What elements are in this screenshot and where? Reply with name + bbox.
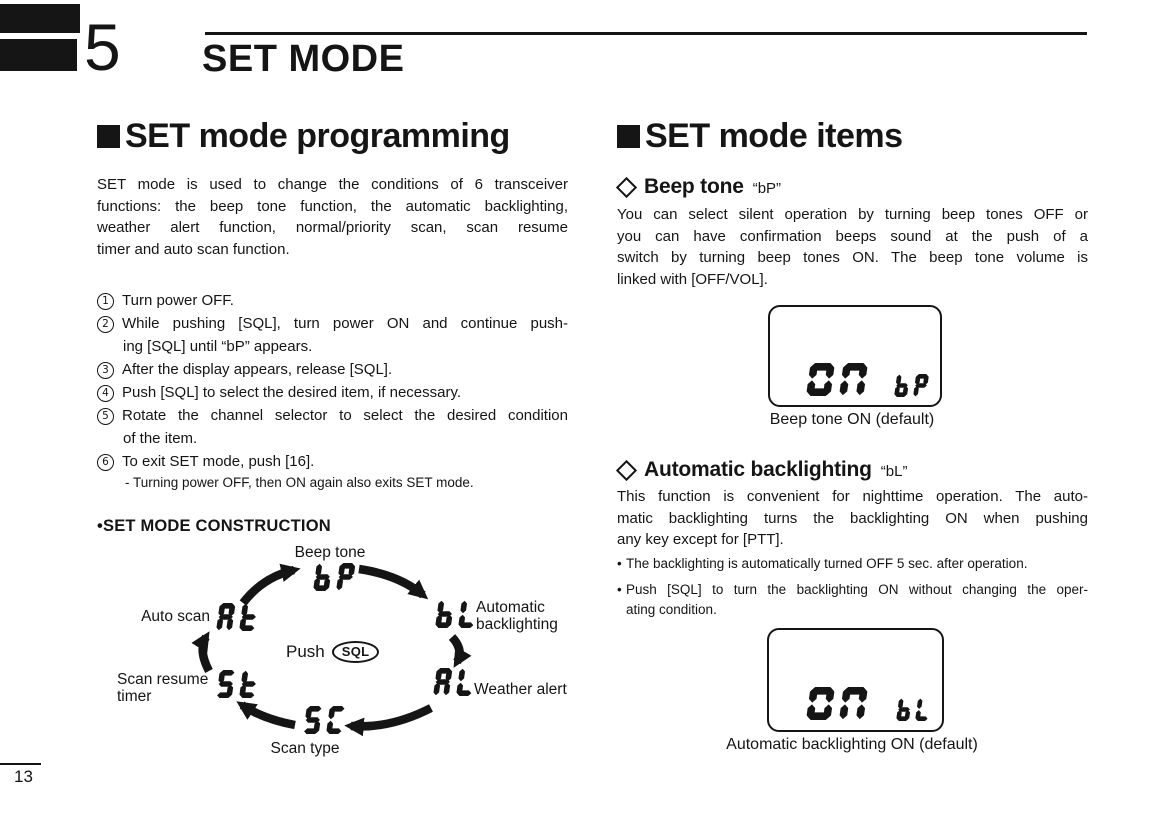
node-label-beep-tone: Beep tone <box>294 544 366 561</box>
paragraph-line: any key except for [PTT]. <box>617 531 784 549</box>
step-number: 3 <box>97 361 114 379</box>
node-label-line: backlighting <box>476 616 558 633</box>
step-number: 4 <box>97 384 114 402</box>
note-item: • The backlighting is automatically turn… <box>617 554 1088 574</box>
diamond-icon <box>615 176 638 199</box>
lcd-code-sc <box>303 706 345 734</box>
note-item: • Push [SQL] to turn the backlighting ON… <box>617 580 1088 600</box>
step-text: After the display appears, release [SQL]… <box>122 361 393 378</box>
subheading-code: “bL” <box>880 463 908 480</box>
backlight-paragraph: This function is convenient for nighttim… <box>617 486 1088 551</box>
lcd-display-backlight <box>767 628 944 732</box>
bullet-icon: • <box>617 582 622 597</box>
sql-button-badge: SQL <box>331 641 380 663</box>
paragraph-line: You can select silent operation by turni… <box>617 206 1088 223</box>
left-column: SET mode programming SET mode is used to… <box>97 117 568 816</box>
node-label-line: Automatic <box>476 599 545 616</box>
node-label-scan-type: Scan type <box>270 740 340 757</box>
lcd-value-on <box>806 687 868 720</box>
step-text: Rotate the channel selector to select th… <box>122 407 568 424</box>
page-number-rule <box>0 763 41 765</box>
push-label: Push <box>286 642 325 661</box>
step-number: 2 <box>97 315 114 333</box>
section-heading-programming: SET mode programming <box>97 117 510 156</box>
intro-line: functions: the beep tone function, the a… <box>97 197 568 215</box>
paragraph-line: you can have confirmation beeps sound at… <box>617 227 1088 245</box>
step-number: 6 <box>97 453 114 471</box>
chapter-tab-bar-top <box>0 4 80 33</box>
steps-list: 1 Turn power OFF. 2 While pushing [SQL],… <box>97 289 568 493</box>
step-text: To exit SET mode, push [16]. <box>122 453 315 470</box>
subheading-beep-tone: Beep tone “bP” <box>615 175 782 199</box>
cycle-arrows-icon <box>191 563 472 737</box>
lcd-code-bl <box>896 698 931 721</box>
intro-paragraph: SET mode is used to change the condition… <box>97 174 568 261</box>
node-label-automatic-backlighting: Automatic backlighting <box>476 599 558 633</box>
step-item: 1 Turn power OFF. <box>97 289 568 312</box>
chapter-number: 5 <box>84 10 121 84</box>
node-label-scan-resume-timer: Scan resume timer <box>117 671 208 705</box>
paragraph-line: linked with [OFF/VOL]. <box>617 271 768 289</box>
lcd-code-st <box>216 670 258 698</box>
section-heading-label: SET mode items <box>645 117 903 155</box>
node-label-line: timer <box>117 688 152 705</box>
page-number: 13 <box>14 767 33 786</box>
lcd-code-bp <box>894 374 929 397</box>
paragraph-line: switch by turning beep tones ON. The bee… <box>617 249 1088 267</box>
step-note: - Turning power OFF, then ON again also … <box>125 475 474 490</box>
step-text-continuation: ing [SQL] until “bP” appears. <box>123 338 313 355</box>
subheading-label: Automatic backlighting <box>644 458 872 481</box>
construction-title: •SET MODE CONSTRUCTION <box>97 517 331 536</box>
lcd-code-bp <box>313 563 355 591</box>
section-square-icon <box>97 125 120 148</box>
note-text: The backlighting is automatically turned… <box>626 556 1028 571</box>
diamond-icon <box>615 459 638 482</box>
node-label-weather-alert: Weather alert <box>474 681 567 698</box>
title-rule <box>205 32 1087 35</box>
node-label-line: Scan resume <box>117 671 209 688</box>
step-text: Turn power OFF. <box>122 292 234 309</box>
step-item: 6 To exit SET mode, push [16]. <box>97 450 568 473</box>
note-text: Push [SQL] to turn the backlighting ON w… <box>626 582 1088 597</box>
section-heading-items: SET mode items <box>617 117 903 156</box>
bullet-icon: • <box>617 556 622 571</box>
step-item: 4 Push [SQL] to select the desired item,… <box>97 381 568 404</box>
step-item: 3 After the display appears, release [SQ… <box>97 358 568 381</box>
beep-paragraph: You can select silent operation by turni… <box>617 204 1088 291</box>
subheading-label: Beep tone <box>644 175 744 198</box>
lcd-caption-backlight: Automatic backlighting ON (default) <box>726 736 978 753</box>
section-square-icon <box>617 125 640 148</box>
intro-line: weather alert function, normal/priority … <box>97 219 568 237</box>
step-text: While pushing [SQL], turn power ON and c… <box>122 315 568 332</box>
push-sql-center: Push SQL <box>286 641 380 663</box>
note-text-continuation: ating condition. <box>626 602 717 617</box>
lcd-display-beep <box>768 305 942 407</box>
lcd-code-at <box>216 603 258 631</box>
intro-line: SET mode is used to change the condition… <box>97 176 568 193</box>
subheading-automatic-backlighting: Automatic backlighting “bL” <box>615 458 908 482</box>
lcd-code-bl <box>435 600 477 628</box>
construction-bullet: • <box>97 517 103 535</box>
step-item: 5 Rotate the channel selector to select … <box>97 404 568 427</box>
right-column: SET mode items Beep tone “bP” You can se… <box>615 117 1088 816</box>
lcd-value-on <box>806 363 868 396</box>
lcd-code-al <box>433 668 475 696</box>
node-label-auto-scan: Auto scan <box>141 608 210 625</box>
step-text: Push [SQL] to select the desired item, i… <box>122 384 462 401</box>
construction-title-label: SET MODE CONSTRUCTION <box>102 517 331 535</box>
paragraph-line: This function is convenient for nighttim… <box>617 488 1088 505</box>
lcd-caption-beep: Beep tone ON (default) <box>769 411 935 428</box>
step-item: 2 While pushing [SQL], turn power ON and… <box>97 312 568 335</box>
paragraph-line: matic backlighting turns the backlightin… <box>617 509 1088 527</box>
intro-line: timer and auto scan function. <box>97 241 290 259</box>
step-number: 5 <box>97 407 114 425</box>
set-mode-construction-diagram: Beep tone Auto scan Automatic backlighti… <box>100 540 580 775</box>
backlight-notes: • The backlighting is automatically turn… <box>617 554 1088 620</box>
chapter-tab-bar-bottom <box>0 39 77 71</box>
subheading-code: “bP” <box>752 180 782 197</box>
page-title: SET MODE <box>202 38 405 80</box>
step-number: 1 <box>97 292 114 310</box>
step-text-continuation: of the item. <box>123 430 198 447</box>
section-heading-label: SET mode programming <box>125 117 510 155</box>
